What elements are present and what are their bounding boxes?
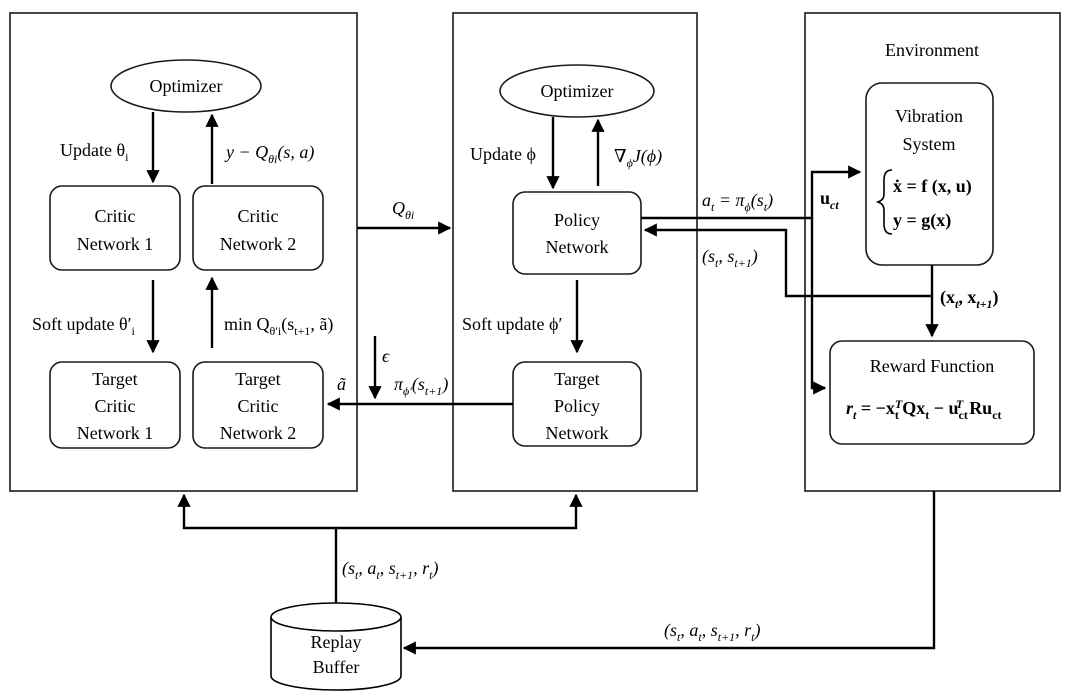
buffer-to-actor-arrow bbox=[336, 493, 583, 530]
buffer-sample-label: (st, at, st+1, rt) bbox=[342, 558, 439, 582]
policy-line2: Network bbox=[546, 237, 609, 257]
u-ct-label: uct bbox=[820, 188, 839, 212]
policy-network bbox=[512, 191, 642, 275]
critic-network-1 bbox=[49, 185, 181, 271]
state-arrow bbox=[643, 223, 932, 298]
actor-soft-update-label: Soft update ϕ′ bbox=[462, 314, 562, 334]
target-critic1-line1: Target bbox=[92, 369, 137, 389]
critic-network-2 bbox=[192, 185, 324, 271]
target-critic-network-1 bbox=[49, 361, 181, 449]
target-critic1-line2: Critic bbox=[95, 396, 136, 416]
actor-optimizer-label: Optimizer bbox=[541, 81, 614, 101]
experience-label: (st, at, st+1, rt) bbox=[664, 620, 761, 644]
system-equation-1: ẋ = f (x, u) bbox=[893, 176, 972, 197]
target-critic-network-2 bbox=[192, 361, 324, 449]
x-pair-label: (xt, xt+1) bbox=[940, 287, 999, 311]
env-to-buffer-arrow bbox=[402, 491, 936, 655]
system-brace bbox=[875, 169, 893, 235]
critic1-line1: Critic bbox=[95, 206, 136, 226]
actor-update-label: Update ϕ bbox=[470, 144, 536, 164]
replay-buffer-line1: Replay bbox=[311, 632, 362, 652]
target-critic2-line2: Critic bbox=[238, 396, 279, 416]
q-theta-label: Qθi bbox=[392, 198, 414, 222]
vibration-system bbox=[865, 82, 994, 266]
replay-buffer bbox=[270, 602, 402, 691]
environment-title: Environment bbox=[885, 40, 979, 60]
buffer-to-critic-arrow bbox=[177, 493, 338, 616]
target-critic2-line1: Target bbox=[235, 369, 280, 389]
critic-soft-update-label: Soft update θ′i bbox=[32, 314, 136, 338]
target-policy-line3: Network bbox=[546, 423, 609, 443]
system-line1: Vibration bbox=[895, 106, 963, 126]
critic-optimizer bbox=[110, 59, 262, 113]
target-critic2-line3: Network 2 bbox=[220, 423, 296, 443]
states-label: (st, st+1) bbox=[702, 246, 758, 270]
policy-line1: Policy bbox=[554, 210, 600, 230]
critic-optimizer-label: Optimizer bbox=[150, 76, 223, 96]
critic1-line2: Network 1 bbox=[77, 234, 153, 254]
reward-function bbox=[829, 340, 1035, 445]
replay-buffer-line2: Buffer bbox=[313, 657, 360, 677]
system-line2: System bbox=[902, 134, 955, 154]
target-policy-output-label: πϕ′(st+1) bbox=[394, 374, 448, 398]
critic-gradient-label: y − Qθi(s, a) bbox=[224, 142, 314, 166]
critic-min-label: min Qθ′i(st+1, ã) bbox=[224, 314, 333, 338]
action-label: at = πϕ(st) bbox=[702, 190, 773, 214]
target-critic1-line3: Network 1 bbox=[77, 423, 153, 443]
reward-title: Reward Function bbox=[870, 356, 994, 376]
target-policy-line1: Target bbox=[554, 369, 599, 389]
system-equation-2: y = g(x) bbox=[893, 210, 951, 231]
critic-update-label: Update θi bbox=[60, 140, 129, 164]
action-arrow-to-system bbox=[641, 165, 862, 220]
actor-gradient-label: ∇ϕJ(ϕ) bbox=[614, 146, 662, 170]
critic2-line1: Critic bbox=[238, 206, 279, 226]
action-arrow-to-reward bbox=[810, 218, 827, 395]
actor-optimizer bbox=[499, 64, 655, 118]
target-policy-line2: Policy bbox=[554, 396, 600, 416]
critic2-line2: Network 2 bbox=[220, 234, 296, 254]
epsilon-label: ϵ bbox=[382, 346, 390, 366]
a-tilde-label: ã bbox=[337, 374, 346, 394]
